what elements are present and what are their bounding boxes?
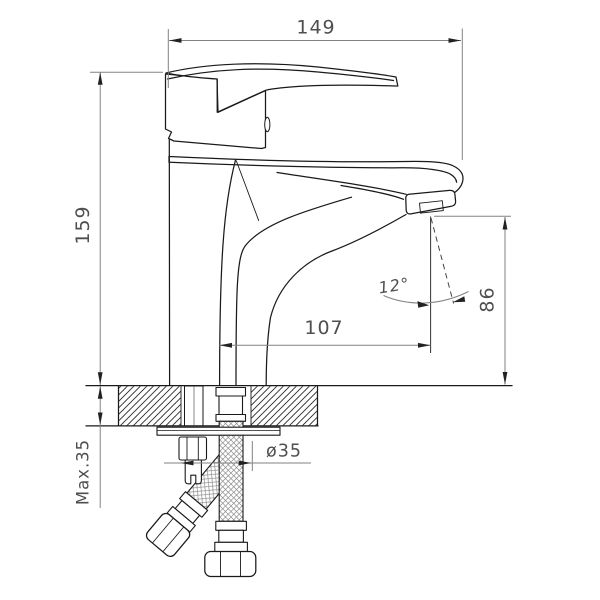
column-crease-line bbox=[235, 160, 260, 221]
through-deck-hardware bbox=[184, 385, 247, 427]
deck-hatch-left bbox=[118, 386, 181, 426]
vertical-nut-facets bbox=[220, 552, 241, 576]
dim-86-label: 86 bbox=[477, 286, 499, 312]
angle-label: 12° bbox=[377, 274, 411, 298]
stud-fork-end bbox=[184, 459, 202, 485]
dim-159-arrow-top bbox=[97, 72, 103, 85]
vertical-hose-ferrule bbox=[215, 520, 247, 531]
mounting-nut bbox=[178, 436, 208, 461]
deck-hatch-right bbox=[251, 386, 318, 426]
column-outer-curve bbox=[265, 213, 407, 387]
column-front-curve bbox=[218, 159, 237, 387]
column-inner-curve bbox=[235, 196, 353, 387]
supply-hose-angled bbox=[145, 448, 244, 558]
stream-angle-dashed-line bbox=[430, 217, 455, 304]
dim-deck-arrow-top bbox=[97, 386, 103, 399]
mounting-nut-facets bbox=[186, 437, 199, 460]
dim-159-arrow-bottom bbox=[97, 372, 103, 385]
dim-159-label: 159 bbox=[72, 205, 94, 244]
hose-collar-top bbox=[215, 386, 247, 397]
aerator-outlet bbox=[405, 189, 457, 215]
dim-deck-arrow-bottom bbox=[97, 412, 103, 425]
dim-107-arrow-left bbox=[219, 342, 232, 348]
washer-plate bbox=[156, 426, 281, 436]
angle-arrow-left bbox=[417, 301, 430, 308]
dimension-deck-thickness: Max.35 bbox=[74, 386, 103, 508]
dim-86-arrow-top bbox=[502, 217, 508, 230]
dimension-86: 86 bbox=[434, 215, 511, 385]
deck-hole-edges bbox=[180, 386, 252, 426]
undermount-fittings bbox=[156, 426, 281, 485]
faucet-handle bbox=[165, 63, 399, 113]
dim-107-arrow-right bbox=[418, 342, 431, 348]
hose-collar-bottom bbox=[215, 413, 247, 422]
faucet-spout bbox=[168, 155, 464, 200]
dim-107-label: 107 bbox=[304, 317, 343, 339]
dim-149-extension-lines bbox=[167, 28, 463, 160]
dimension-149: 149 bbox=[167, 17, 463, 160]
dim-149-label: 149 bbox=[296, 17, 335, 39]
dim-86-arrow-bottom bbox=[502, 372, 508, 385]
hose-connector-body bbox=[218, 395, 244, 416]
aerator-insert bbox=[419, 200, 444, 214]
angled-nut-facets bbox=[152, 518, 184, 552]
vertical-hose-neck bbox=[218, 529, 244, 543]
dimension-107: 107 bbox=[219, 317, 431, 348]
dim-hole-arrow-left bbox=[181, 460, 194, 466]
angle-arrow-right bbox=[452, 296, 466, 303]
dimension-angle-12deg: 12° bbox=[377, 216, 469, 353]
dim-hole-arrow-right bbox=[238, 460, 252, 466]
dim-149-arrow-right bbox=[448, 38, 461, 43]
angle-arc bbox=[383, 291, 469, 304]
spout-underside-crease-2 bbox=[340, 184, 405, 200]
dim-deck-label: Max.35 bbox=[74, 439, 93, 505]
dimension-159: 159 bbox=[72, 71, 163, 385]
dim-149-arrow-left bbox=[169, 38, 182, 43]
spout-inner-top-line bbox=[169, 161, 458, 183]
angled-hose-hex-nut bbox=[145, 512, 191, 558]
spout-top-edge bbox=[168, 155, 464, 196]
faucet-column bbox=[168, 139, 407, 387]
spout-underside-crease-1 bbox=[276, 171, 407, 195]
vertical-hose-collar bbox=[214, 541, 248, 553]
mounting-deck bbox=[85, 384, 513, 427]
handle-screw-cover bbox=[264, 116, 271, 133]
lever-handle-inner-line bbox=[166, 68, 395, 82]
dim-hole-label: ø35 bbox=[266, 442, 302, 462]
vertical-hose-braid bbox=[218, 420, 244, 522]
dimension-hole-diameter: ø35 bbox=[164, 441, 311, 471]
supply-hose-vertical bbox=[204, 420, 257, 578]
vertical-hose-hex-nut bbox=[204, 550, 257, 578]
